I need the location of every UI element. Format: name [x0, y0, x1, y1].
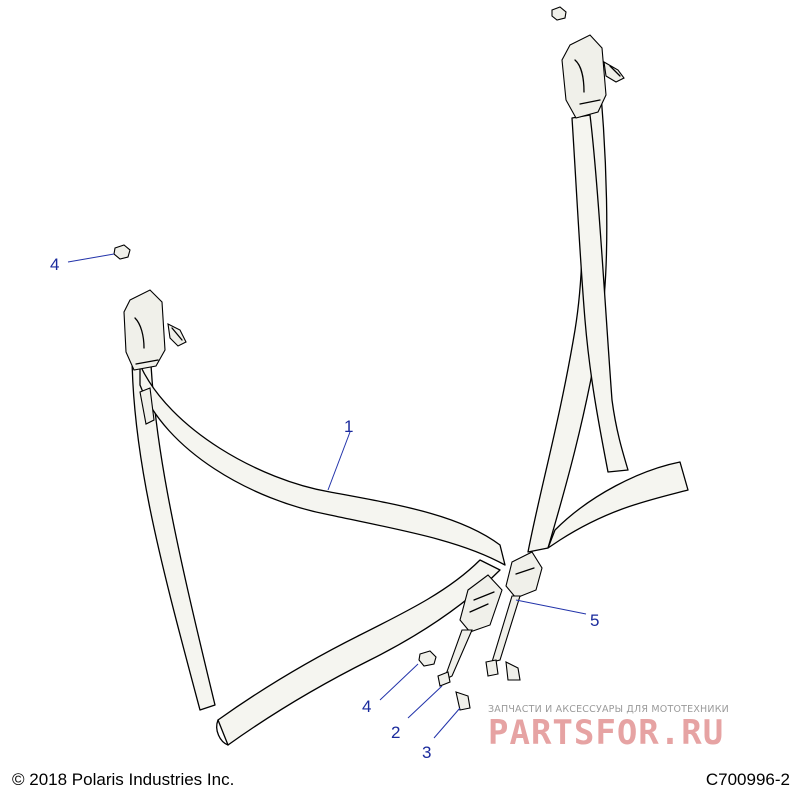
drawing-number: C700996-2 [705, 770, 790, 789]
callout-4-bottom: 4 [362, 697, 371, 716]
right-upper-mount [561, 34, 607, 119]
callout-4-top: 4 [50, 255, 59, 274]
right-upper-bolt [603, 60, 625, 83]
right-top-nut [551, 6, 567, 21]
left-lap-strap [216, 559, 501, 746]
watermark: ЗАПЧАСТИ И АКСЕССУАРЫ ДЛЯ МОТОТЕХНИКИ PA… [488, 704, 788, 751]
left-buckle-assembly [437, 574, 503, 687]
watermark-brand: PARTSFOR.RU [488, 713, 725, 753]
left-shoulder-strap [131, 329, 506, 711]
callout-5: 5 [590, 611, 599, 630]
watermark-tagline: ЗАПЧАСТИ И АКСЕССУАРЫ ДЛЯ МОТОТЕХНИКИ [488, 704, 729, 715]
left-upper-mount [123, 289, 166, 425]
right-buckle-assembly [485, 551, 543, 677]
left-upper-bolt [167, 323, 187, 347]
lower-bolt-right [505, 661, 521, 681]
lower-nut [418, 650, 437, 667]
callout-2: 2 [391, 723, 400, 742]
copyright-text: © 2018 Polaris Industries Inc. [12, 770, 235, 789]
right-shoulder-strap [527, 61, 689, 553]
leader-lines [67, 253, 587, 739]
callout-3: 3 [422, 743, 431, 762]
left-top-nut [113, 244, 131, 260]
callout-1: 1 [344, 417, 353, 436]
lower-bolt-left [455, 691, 471, 711]
